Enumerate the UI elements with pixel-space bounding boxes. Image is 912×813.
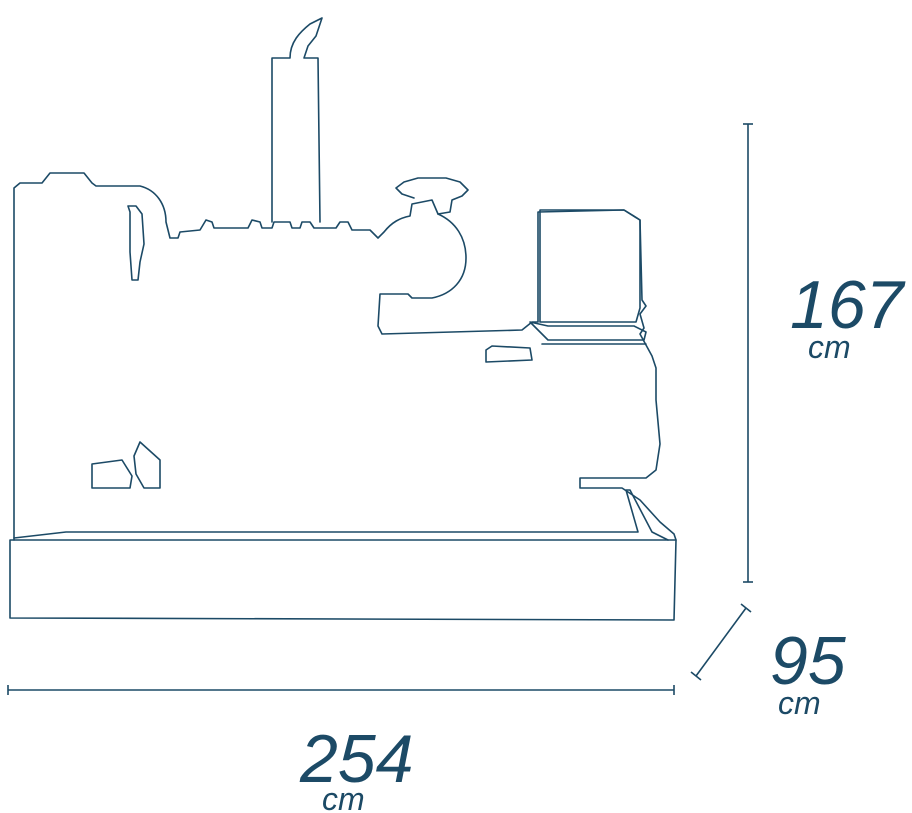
skid-base (9, 539, 677, 621)
radiator-pipe (127, 205, 145, 281)
mount-left-a (91, 459, 133, 489)
depth-dimension-label: 95 cm (770, 623, 846, 721)
depth-dimension-tick-top (740, 603, 752, 613)
dimension-lines (7, 123, 753, 695)
depth-unit: cm (778, 685, 821, 721)
depth-value: 95 (770, 623, 846, 699)
generator-outline (9, 17, 677, 621)
height-dimension-label: 167 cm (790, 267, 906, 365)
depth-dimension-tick-bottom (690, 671, 702, 681)
control-panel (539, 209, 641, 323)
width-dimension-label: 254 cm (299, 721, 413, 813)
generator-body (13, 172, 469, 541)
width-unit: cm (322, 781, 365, 813)
depth-dimension-line (695, 607, 747, 677)
small-bracket (485, 345, 533, 363)
width-value: 254 (299, 721, 413, 797)
exhaust-pipe (271, 17, 323, 223)
control-panel-mount (529, 321, 647, 341)
engine-right-body (377, 209, 677, 541)
height-unit: cm (808, 329, 851, 365)
height-value: 167 (790, 267, 906, 343)
mount-left-b (133, 441, 161, 489)
skid-top-edge (13, 489, 669, 541)
